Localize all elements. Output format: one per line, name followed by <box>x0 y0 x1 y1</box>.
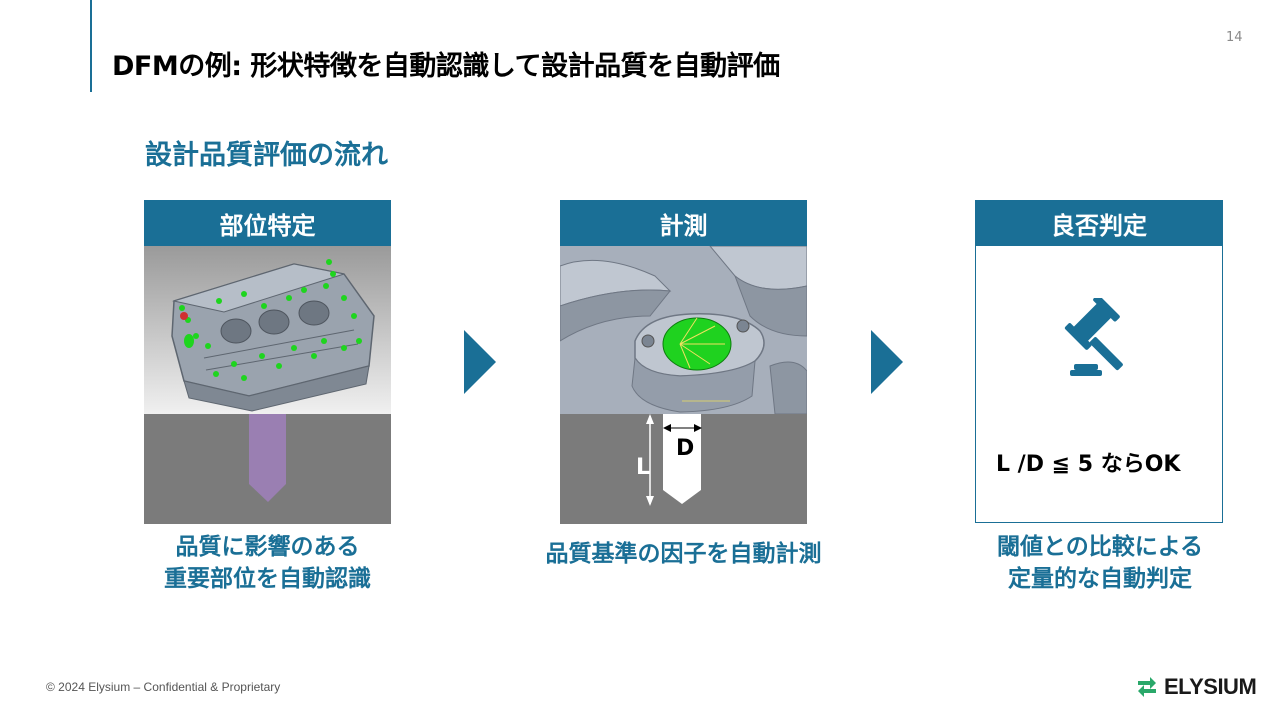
step3-caption-line1: 閾値との比較による <box>996 534 1204 560</box>
slide-title: DFMの例: 形状特徴を自動認識して設計品質を自動評価 <box>112 51 780 82</box>
step1-header: 部位特定 <box>144 200 391 246</box>
title-accent-bar <box>90 0 92 92</box>
gavel-icon <box>1064 298 1123 376</box>
length-label: L <box>636 455 651 480</box>
diameter-label: D <box>676 436 695 461</box>
step2-caption: 品質基準の因子を自動計測 <box>545 541 822 567</box>
measurement-image <box>560 246 807 524</box>
page-number: 14 <box>1226 30 1243 45</box>
measurement-rays <box>679 317 725 369</box>
footer-copyright: © 2024 Elysium – Confidential & Propriet… <box>46 680 281 694</box>
feature-markers <box>179 259 362 381</box>
step1-image-panel <box>144 246 391 524</box>
judgement-formula: L /D ≦ 5 ならOK <box>996 452 1181 477</box>
step3-header: 良否判定 <box>975 200 1223 246</box>
flow-arrow-1 <box>464 330 496 394</box>
elysium-logo: ELYSIUM <box>1136 672 1266 702</box>
engine-block-image <box>144 246 391 524</box>
step3-judgement-panel: L /D ≦ 5 ならOK <box>975 246 1223 523</box>
elysium-logo-icon <box>1138 677 1156 697</box>
step1-caption-line2: 重要部位を自動認識 <box>164 566 371 592</box>
step2-header: 計測 <box>560 200 807 246</box>
step3-caption-line2: 定量的な自動判定 <box>1008 566 1192 592</box>
elysium-logo-text: ELYSIUM <box>1164 674 1257 699</box>
step2-image-panel <box>560 246 807 524</box>
flow-arrow-2 <box>871 330 903 394</box>
section-subtitle: 設計品質評価の流れ <box>145 140 388 171</box>
step1-caption-line1: 品質に影響のある <box>175 534 360 560</box>
